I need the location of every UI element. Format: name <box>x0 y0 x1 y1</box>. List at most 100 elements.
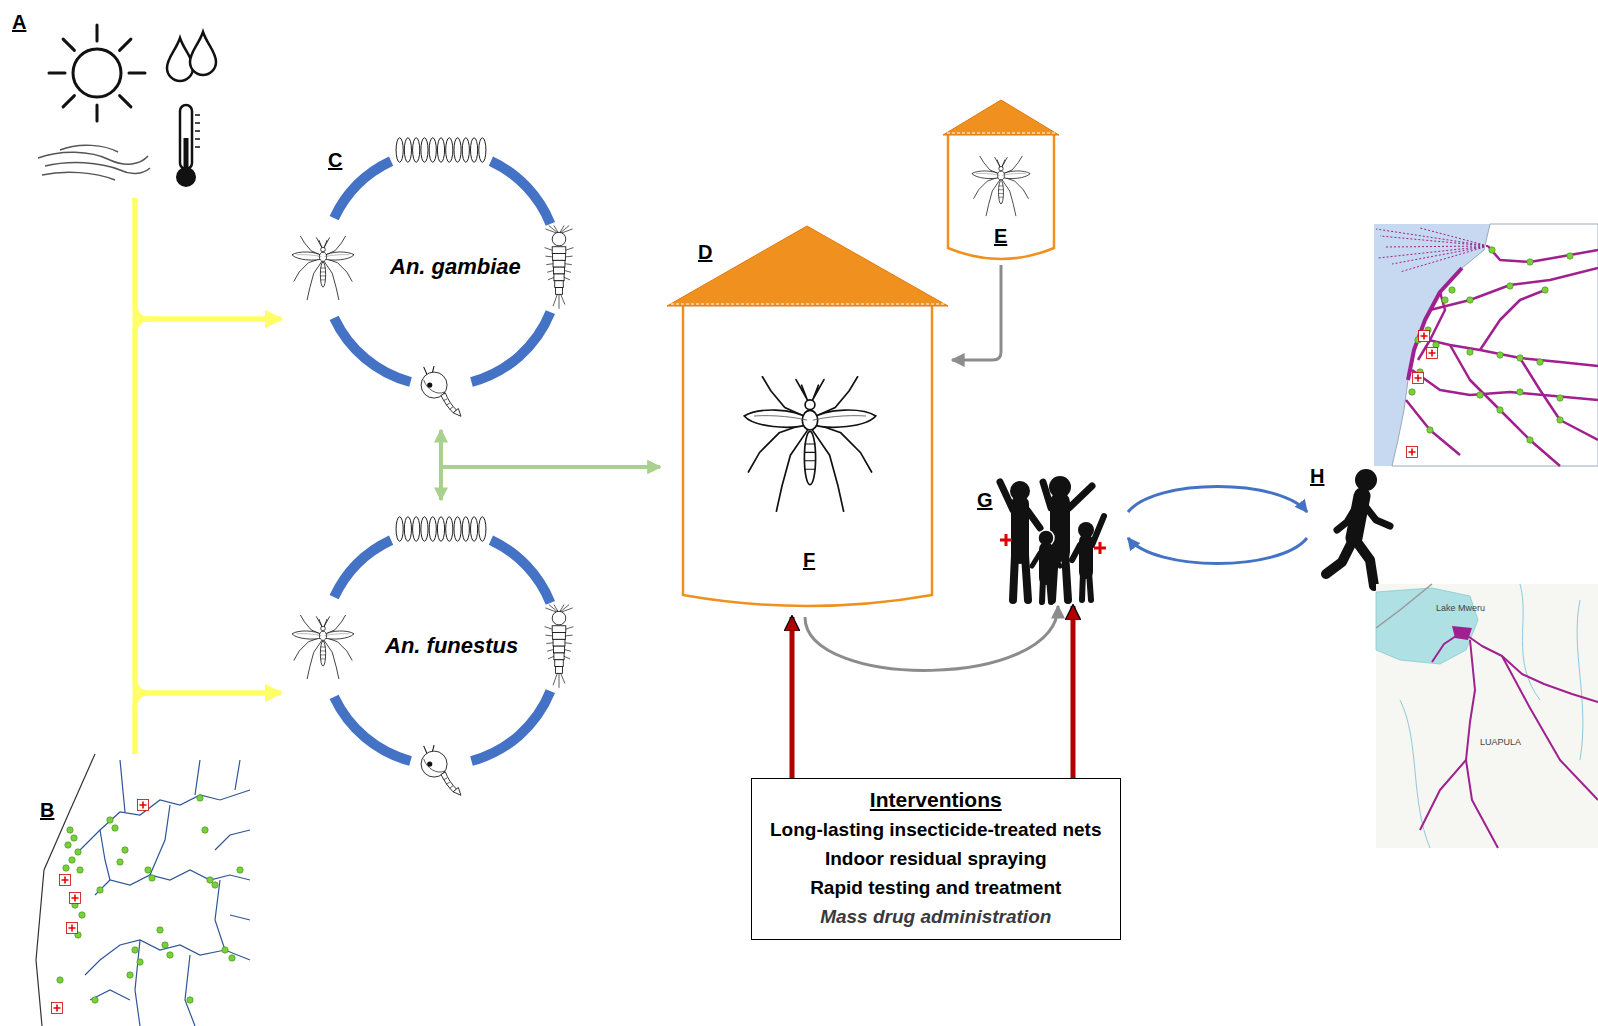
panel-letter: A <box>12 10 26 34</box>
pupa <box>421 366 461 416</box>
egg-raft <box>396 138 486 162</box>
health-facility <box>70 893 81 904</box>
household-dot <box>71 835 77 841</box>
movement-arrow <box>1128 538 1307 564</box>
flow-arrow <box>952 265 1001 360</box>
sun-icon <box>49 25 145 121</box>
household-dot <box>229 955 235 961</box>
household-dot <box>1517 355 1523 361</box>
text-anchor: Lake Mweru <box>1436 603 1485 614</box>
map-movement-province <box>1376 584 1432 628</box>
household-dot <box>1409 247 1573 443</box>
household-dot <box>97 887 103 893</box>
map-b <box>36 754 95 1026</box>
rain-icon <box>167 32 216 81</box>
cycle-arc <box>334 540 391 597</box>
wind-icon <box>38 152 148 164</box>
household-dot <box>63 865 69 871</box>
health-facility <box>1413 373 1424 384</box>
sun-icon <box>49 25 145 121</box>
text-anchor: D <box>698 240 712 264</box>
travel-track <box>1412 370 1598 400</box>
household-dot <box>122 847 128 853</box>
household-dot <box>127 972 133 978</box>
household-dot <box>167 952 173 958</box>
thermometer-icon <box>195 115 200 147</box>
household-dot <box>1497 407 1503 413</box>
intervention-arrow <box>1071 606 1076 778</box>
household-dot <box>107 817 113 823</box>
household-dot <box>1467 297 1473 303</box>
travel-track <box>1488 246 1598 262</box>
text-anchor: An. gambiae <box>390 254 521 280</box>
weather-group: A <box>8 8 236 198</box>
household-dot <box>1497 352 1503 358</box>
household-dot <box>65 842 71 848</box>
cycle-arc <box>472 312 551 382</box>
family-icon <box>1082 572 1091 600</box>
family-icon <box>1042 578 1051 602</box>
travel-track <box>1520 358 1598 440</box>
silo: DF <box>660 222 952 617</box>
panel-letter: E <box>994 224 1007 248</box>
household-dot <box>132 947 138 953</box>
wind-icon <box>60 145 118 152</box>
panel-letter: G <box>977 488 993 512</box>
traveller-group: H <box>1310 460 1400 590</box>
cycle-arc <box>491 540 551 603</box>
map-movement-province <box>1376 588 1478 664</box>
text-anchor: F <box>803 548 815 572</box>
household-dot <box>207 877 213 883</box>
text-anchor: LUAPULA <box>1480 737 1521 748</box>
household-dot <box>57 977 63 983</box>
intervention-item-italic: Mass drug administration <box>770 902 1102 931</box>
wind-icon <box>42 172 115 180</box>
cycle-arc <box>334 318 410 382</box>
travel-track <box>1420 632 1598 848</box>
household-dot <box>1507 283 1513 289</box>
household-dot <box>1517 389 1523 395</box>
sun-icon <box>73 49 121 97</box>
walker-icon <box>1326 469 1390 586</box>
household-dot <box>1557 417 1563 423</box>
climate-arrow <box>135 693 281 754</box>
cycle-arc <box>491 161 551 224</box>
species-label: An. gambiae <box>390 254 521 280</box>
household-dot <box>1527 437 1533 443</box>
rain-icon <box>190 32 216 75</box>
walker-icon <box>1337 502 1390 530</box>
text-anchor: G <box>977 488 993 512</box>
travel-track <box>1420 338 1598 366</box>
household-dot <box>77 867 83 873</box>
household-dot <box>117 859 123 865</box>
climate-arrow <box>135 198 281 319</box>
population-arrow <box>441 467 660 500</box>
household-dot <box>212 882 218 888</box>
travel-track <box>1462 632 1598 702</box>
larva <box>545 226 574 309</box>
household-dot <box>1557 395 1563 401</box>
panel-letter: F <box>803 548 815 572</box>
family-icon <box>1000 476 1106 602</box>
pupa <box>421 745 461 795</box>
climate-arrow <box>135 198 281 693</box>
roof-seam <box>671 304 944 305</box>
household-dot <box>1527 259 1533 265</box>
household-dot <box>222 947 228 953</box>
family-icon <box>1000 534 1106 554</box>
household-dot <box>75 849 81 855</box>
life-cycle: An. funestus <box>281 500 601 810</box>
travel-track <box>1408 268 1462 380</box>
movement-arrow <box>1128 487 1307 513</box>
household-dot <box>1427 427 1433 433</box>
map-movement-coast <box>1392 224 1598 466</box>
intervention-item: Long-lasting insecticide-treated nets <box>770 815 1102 844</box>
intervention-arrow <box>790 617 795 778</box>
household-dot <box>157 927 163 933</box>
box-heading: Interventions <box>770 785 1102 815</box>
intervention-box: InterventionsLong-lasting insecticide-tr… <box>751 778 1121 940</box>
household-dot <box>1567 253 1573 259</box>
health-facility <box>60 875 71 886</box>
family-icon <box>1013 555 1028 600</box>
household-dot <box>1489 247 1495 253</box>
